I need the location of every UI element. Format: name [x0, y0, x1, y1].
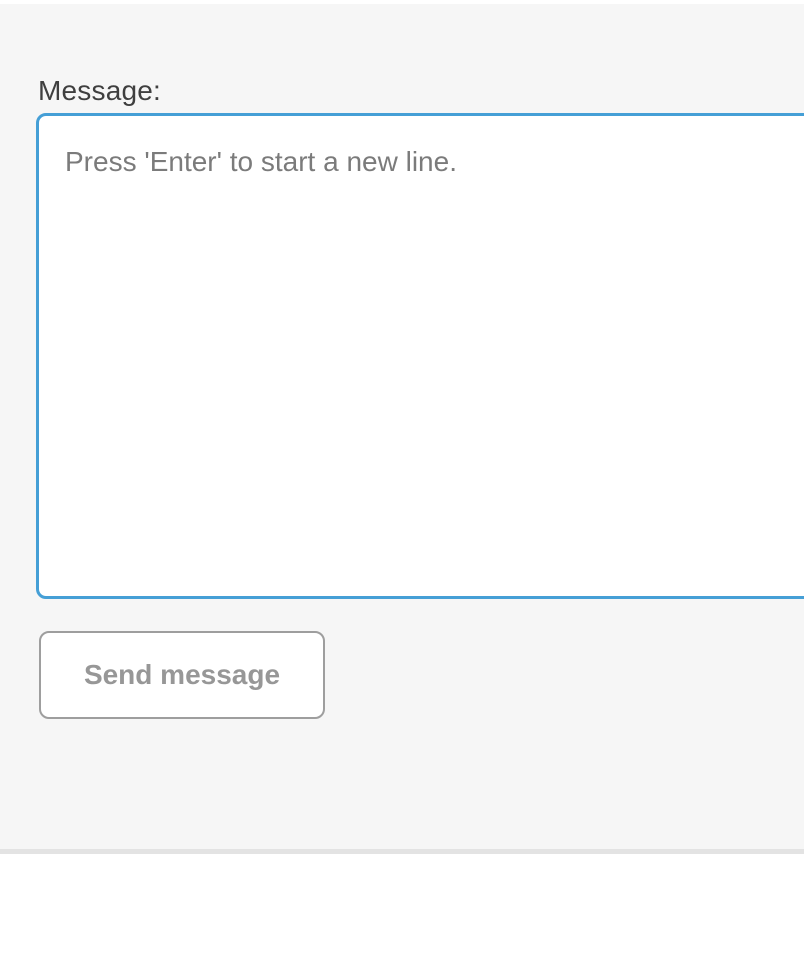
footer-area: [0, 854, 804, 980]
message-form-panel: Message: Send message: [0, 4, 804, 849]
send-message-button[interactable]: Send message: [39, 631, 325, 719]
message-label: Message:: [38, 75, 161, 106]
section-divider: [0, 849, 804, 854]
message-textarea[interactable]: [36, 113, 804, 599]
